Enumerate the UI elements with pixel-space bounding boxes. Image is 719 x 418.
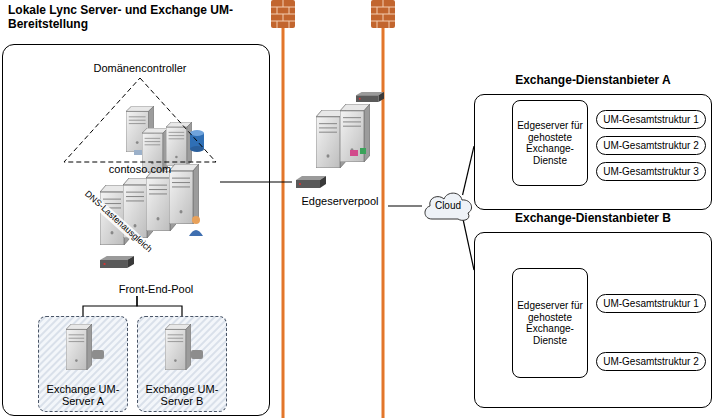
network-link [463, 217, 474, 270]
domain-controller: Domänencontroller contoso.com [60, 62, 220, 176]
network-device-icon [296, 176, 326, 188]
node-label: Exchange UM-Server B [141, 383, 223, 408]
triangle-outline [64, 78, 216, 162]
firewall-line [384, 26, 385, 418]
network-link [220, 181, 292, 182]
um-forest-pill: UM-Gesamtstruktur 1 [596, 294, 706, 313]
server-icon [165, 324, 191, 370]
user-head [192, 216, 200, 224]
um-server-ground [137, 316, 227, 412]
user-icon [189, 216, 203, 236]
network-device-icon [356, 92, 384, 102]
triangle-outline [60, 62, 220, 176]
firewall-line [382, 26, 385, 418]
provider-box: Edgeserver für gehostete Exchange-Dienst… [474, 212, 712, 408]
firewall-icon [271, 0, 295, 28]
network-link [83, 296, 137, 316]
um-forest-pill: UM-Gesamtstruktur 3 [596, 162, 706, 181]
connector-icon [360, 148, 366, 154]
phone-icon [191, 350, 203, 359]
node-label: Front-End-Pool [119, 283, 194, 296]
um-forest-pill: UM-Gesamtstruktur 2 [596, 352, 706, 371]
firewall-icon [371, 0, 395, 28]
node-label: UM-Gesamtstruktur 1 [603, 298, 699, 310]
node-label: Edgeserverpool [301, 195, 378, 208]
edge-server-pool: Edgeserverpool [292, 92, 388, 208]
node-label: Exchange UM-Server A [42, 383, 124, 408]
region-frame [2, 44, 270, 416]
network-link [388, 205, 422, 206]
deployment-region: Domänencontroller contoso.comFront-End-Po… [2, 4, 270, 416]
um-forest-pill: UM-Gesamtstruktur 2 [596, 136, 706, 155]
um-server-box: Exchange UM-Server A [38, 316, 128, 412]
region-heading: Lokale Lync Server- und Exchange UM-Bere… [2, 4, 248, 32]
server-icon [166, 122, 192, 166]
server-icon [340, 104, 370, 162]
node-label: UM-Gesamtstruktur 1 [603, 114, 699, 126]
node-label: UM-Gesamtstruktur 3 [603, 166, 699, 178]
node-label: Cloud [435, 200, 461, 212]
cloud-outline [425, 193, 472, 220]
cloud: Cloud [422, 190, 474, 222]
firewall-line [284, 26, 285, 418]
server-icon [66, 324, 92, 370]
firewall-line [282, 26, 285, 418]
um-forest-pill: UM-Gesamtstruktur 1 [596, 110, 706, 129]
node-label: Edgeserver für gehostete Exchange-Dienst… [516, 120, 584, 166]
node-label: UM-Gesamtstruktur 2 [603, 356, 699, 368]
server-icon [169, 164, 199, 224]
provider-box: Edgeserver für gehostete Exchange-Dienst… [474, 74, 712, 210]
um-server-box: Exchange UM-Server B [137, 316, 227, 412]
node-label: Domänencontroller [94, 62, 187, 75]
node-label: contoso.com [109, 163, 171, 176]
network-link [463, 146, 474, 195]
connector-icon [350, 150, 358, 156]
firewall [371, 0, 395, 418]
node-label: Edgeserver für gehostete Exchange-Dienst… [516, 300, 584, 346]
edge-server-box: Edgeserver für gehostete Exchange-Dienst… [512, 100, 588, 186]
user-body [189, 230, 203, 236]
region-heading: Exchange-Dienstanbieter A [474, 74, 712, 88]
network-link [137, 296, 182, 316]
edge-server-box: Edgeserver für gehostete Exchange-Dienst… [512, 268, 588, 378]
node-label: UM-Gesamtstruktur 2 [603, 140, 699, 152]
load-balancer-icon [100, 256, 134, 268]
region-frame [474, 232, 712, 408]
firewall [271, 0, 295, 418]
um-server-ground [38, 316, 128, 412]
region-heading: Exchange-Dienstanbieter B [474, 212, 712, 226]
phone-icon [92, 350, 104, 359]
